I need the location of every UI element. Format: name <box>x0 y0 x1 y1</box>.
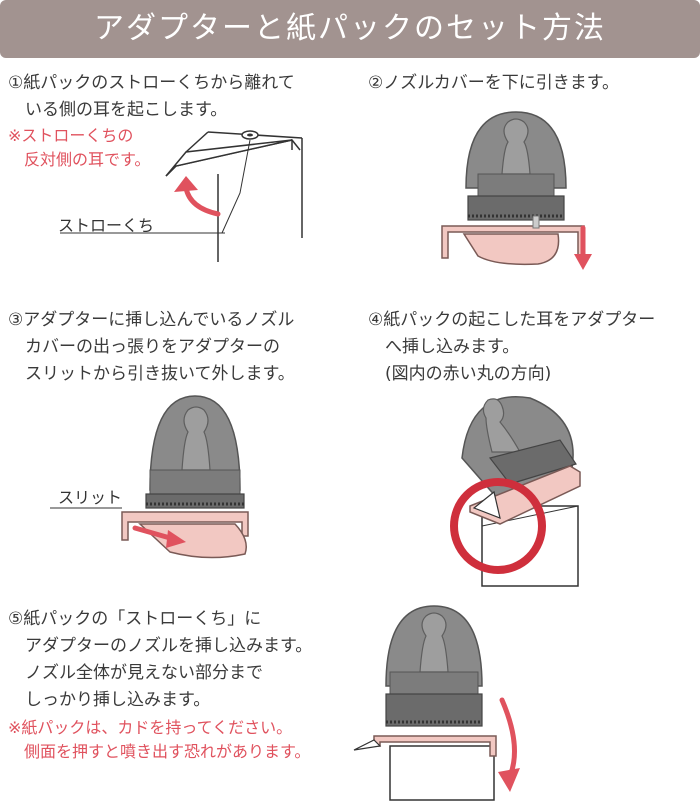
carton-illustration <box>60 130 303 262</box>
step-1-note-line: 反対側の耳です。 <box>8 150 151 169</box>
step-5-text: ⑤紙パックの「ストローくち」に アダプターのノズルを挿し込みます。 ノズル全体が… <box>8 606 312 714</box>
step-4-line: ④紙パックの起こした耳をアダプター <box>368 310 656 330</box>
title-bar <box>0 0 700 58</box>
step-5-note: ※紙パックは、カドを持ってください。 側面を押すと噴き出す恐れがあります。 <box>8 716 310 764</box>
step-1-line: ①紙パックのストローくちから離れて <box>8 73 295 93</box>
slit-label: スリット <box>58 488 123 507</box>
adapter-illustration <box>450 396 581 587</box>
step-1-note: ※ストローくちの 反対側の耳です。 <box>8 124 150 172</box>
straw-hole-label: ストローくち <box>58 216 155 235</box>
step-1-line: いる側の耳を起こします。 <box>8 100 228 120</box>
step-5-line: ノズル全体が見えない部分まで <box>8 663 263 683</box>
step-5-note-line: 側面を押すと噴き出す恐れがあります。 <box>8 742 311 761</box>
adapter-illustration <box>50 395 249 559</box>
page-title: アダプターと紙パックのセット方法 <box>94 11 606 46</box>
step-1-note-line: ※ストローくちの <box>8 126 134 145</box>
step-5-line: しっかり挿し込みます。 <box>8 690 211 710</box>
adapter-illustration <box>441 111 592 270</box>
step-5-line: ⑤紙パックの「ストローくち」に <box>8 609 262 629</box>
step-3-line: スリットから引き抜いて外します。 <box>8 364 295 384</box>
arrow-icon <box>499 697 517 779</box>
step-5-note-line: ※紙パックは、カドを持ってください。 <box>8 718 293 737</box>
step-3-line: カバーの出っ張りをアダプターの <box>8 337 280 357</box>
step-3-text: ③アダプターに挿し込んでいるノズル カバーの出っ張りをアダプターの スリットから… <box>8 307 295 388</box>
red-circle-marker <box>450 478 546 574</box>
step-4-line: (図内の赤い丸の方向) <box>368 364 552 384</box>
step-4-line: へ挿し込みます。 <box>368 337 520 357</box>
step-2-text: ②ノズルカバーを下に引きます。 <box>368 70 619 97</box>
step-2-line: ②ノズルカバーを下に引きます。 <box>368 73 620 93</box>
arrow-icon <box>183 185 221 217</box>
step-5-line: アダプターのノズルを挿し込みます。 <box>8 636 313 656</box>
arrow-icon <box>132 525 173 541</box>
step-3-line: ③アダプターに挿し込んでいるノズル <box>8 310 295 330</box>
adapter-illustration <box>353 605 520 801</box>
step-1-text: ①紙パックのストローくちから離れて いる側の耳を起こします。 <box>8 70 295 124</box>
step-4-text: ④紙パックの起こした耳をアダプター へ挿し込みます。 (図内の赤い丸の方向) <box>368 307 655 388</box>
